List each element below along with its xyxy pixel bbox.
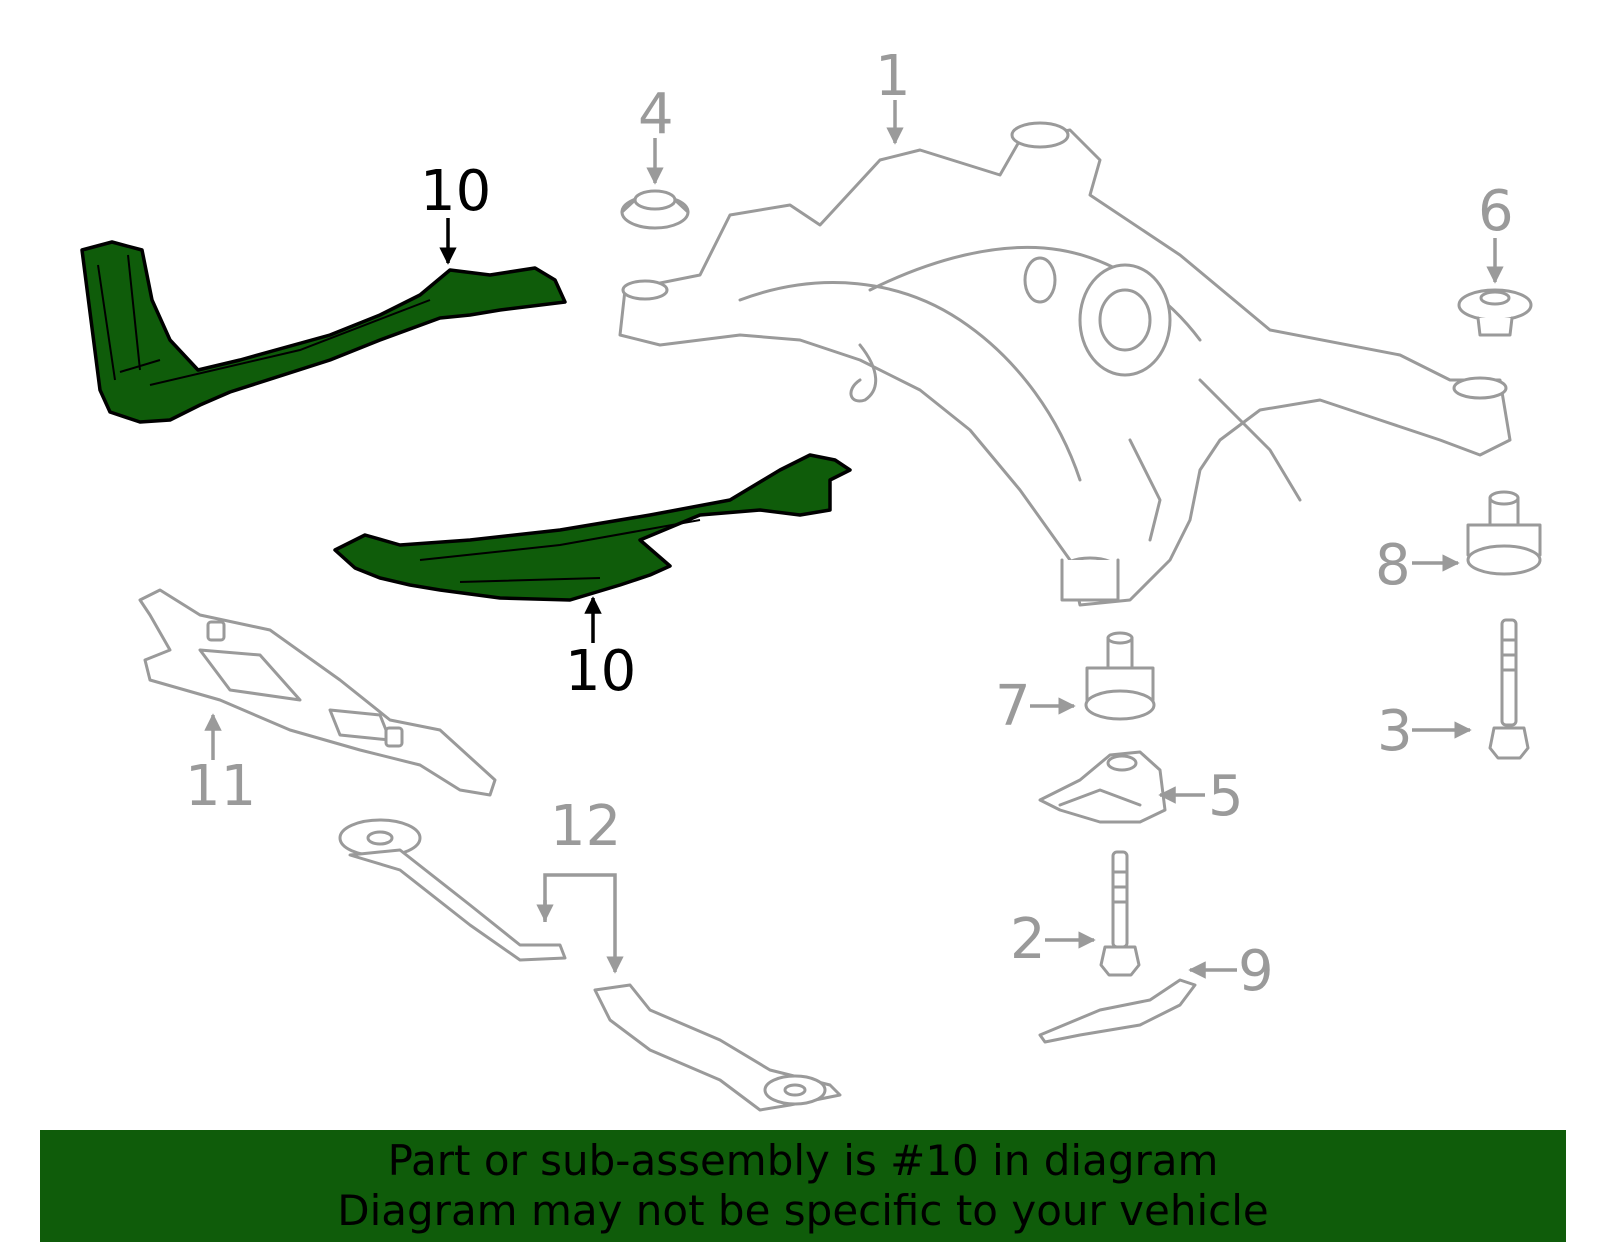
bolt-part-3[interactable] — [1488, 618, 1530, 760]
member-part-10-lower[interactable] — [333, 453, 852, 602]
callout-arrows-highlight — [439, 218, 602, 643]
callout-6: 6 — [1478, 179, 1514, 244]
callout-5: 5 — [1208, 764, 1244, 829]
parts-diagram: 1 4 6 8 7 3 5 2 9 11 12 10 10 — [80, 44, 1542, 1112]
mount-cushion-part-4[interactable] — [620, 189, 690, 230]
callout-7: 7 — [995, 674, 1031, 739]
plate-part-11[interactable] — [138, 588, 497, 797]
bushing-part-7[interactable] — [1084, 631, 1156, 721]
member-part-10-upper[interactable] — [80, 240, 567, 424]
banner-line-1: Part or sub-assembly is #10 in diagram — [387, 1136, 1219, 1185]
callout-arrows — [204, 100, 1504, 979]
bushing-part-6[interactable] — [1457, 288, 1533, 337]
subframe-part-1[interactable] — [618, 121, 1512, 607]
callout-12: 12 — [550, 794, 621, 859]
callout-8: 8 — [1375, 533, 1411, 598]
callout-10-upper: 10 — [420, 159, 491, 224]
callout-11: 11 — [185, 754, 256, 819]
info-banner: Part or sub-assembly is #10 in diagram D… — [40, 1130, 1566, 1242]
bushing-part-8[interactable] — [1466, 490, 1542, 576]
banner-line-2: Diagram may not be specific to your vehi… — [337, 1186, 1269, 1235]
callout-10-lower: 10 — [565, 639, 636, 704]
stopper-part-5[interactable] — [1038, 750, 1167, 824]
brace-part-12-lower[interactable] — [593, 983, 842, 1112]
brace-part-12-upper[interactable] — [338, 818, 567, 962]
bolt-part-2[interactable] — [1099, 850, 1141, 977]
callout-9: 9 — [1238, 939, 1274, 1004]
bracket-part-9[interactable] — [1038, 978, 1197, 1044]
callout-3: 3 — [1377, 699, 1413, 764]
callout-2: 2 — [1010, 907, 1046, 972]
callout-4: 4 — [638, 82, 674, 147]
callout-1: 1 — [875, 44, 911, 109]
